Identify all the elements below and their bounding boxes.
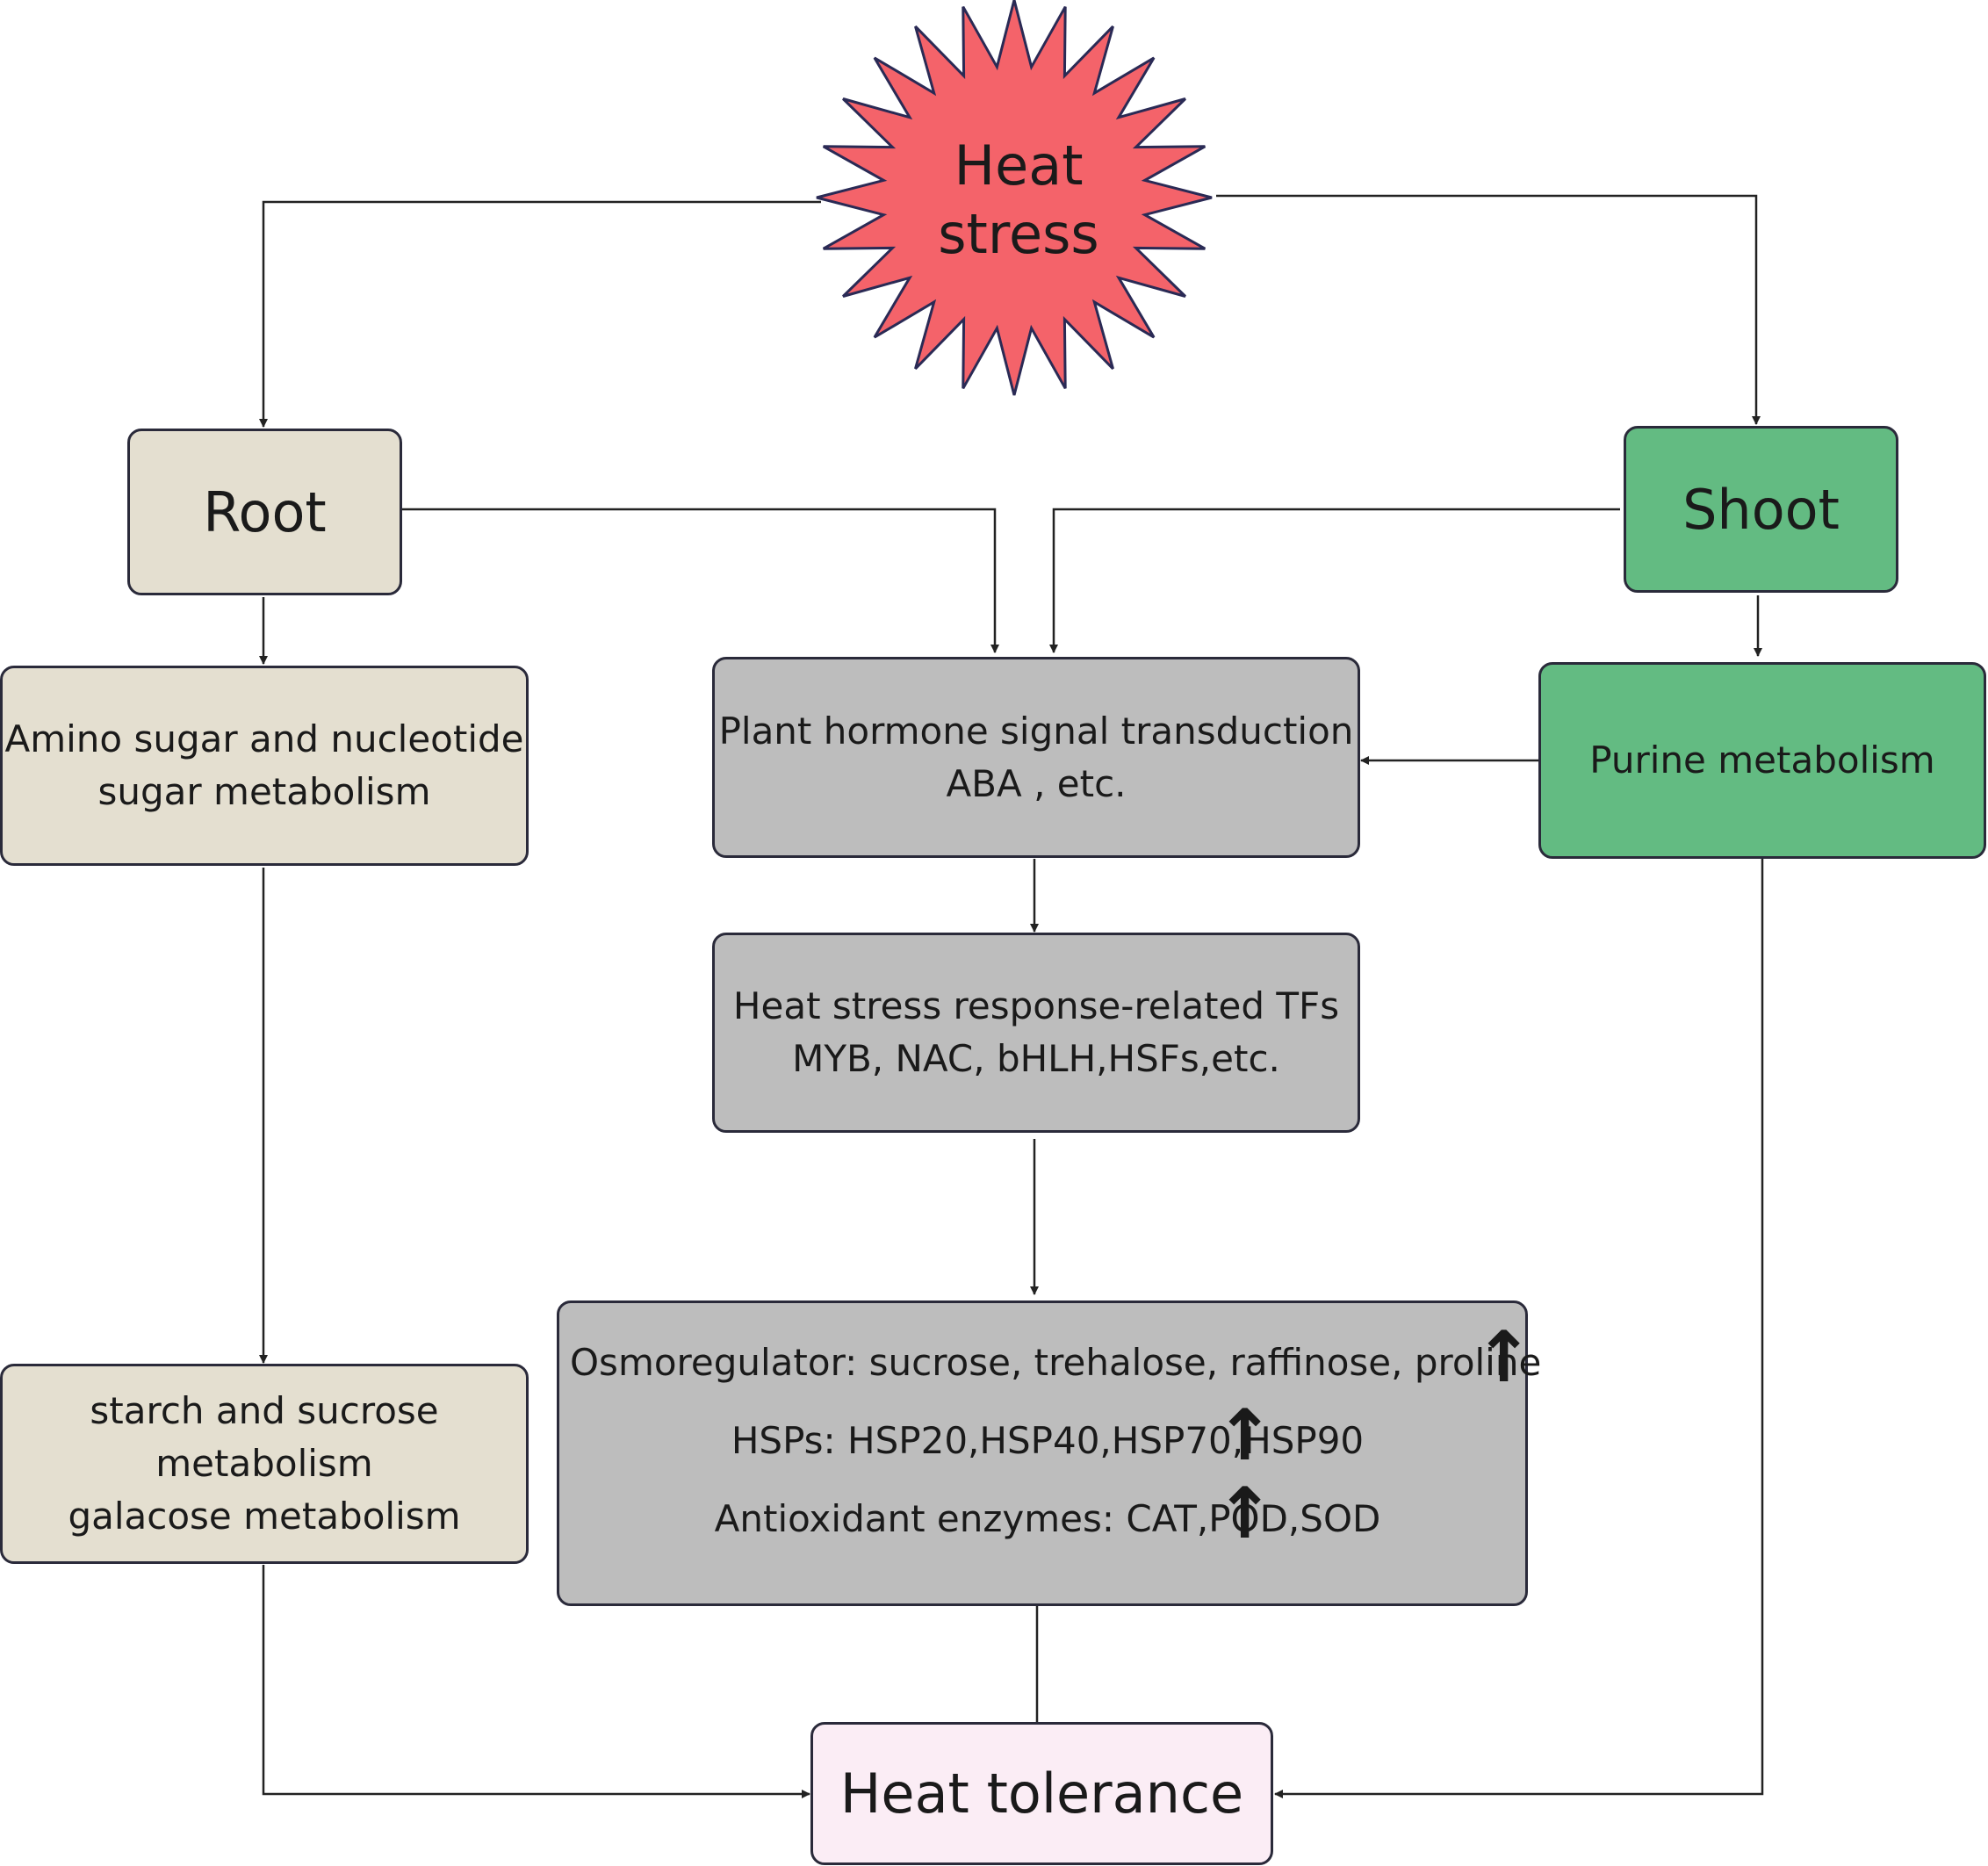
hormone-signal-node: Plant hormone signal transduction ABA , … — [712, 657, 1360, 858]
tfs-node: Heat stress response-related TFs MYB, NA… — [712, 933, 1360, 1133]
heat-stress-starburst — [816, 0, 1213, 396]
osmoregulator-row: Osmoregulator: sucrose, trehalose, raffi… — [570, 1322, 1542, 1415]
arrow-starch-to-tolerance — [262, 1565, 810, 1798]
root-label: Root — [203, 479, 327, 544]
amino-sugar-line-2: sugar metabolism — [97, 770, 431, 813]
hsps-text: HSPs: HSP20,HSP40,HSP70,HSP90 — [731, 1419, 1365, 1462]
osmoregulator-text: Osmoregulator: sucrose, trehalose, raffi… — [570, 1341, 1542, 1384]
starch-sucrose-node: starch and sucrose metabolism galacose m… — [0, 1364, 529, 1564]
antioxidant-row: Antioxidant enzymes: CAT,POD,SOD ↑ — [570, 1479, 1525, 1571]
arrow-shoot-to-hormone — [1049, 508, 1620, 653]
tfs-line-1: Heat stress response-related TFs — [732, 984, 1340, 1027]
purine-label: Purine metabolism — [1589, 738, 1935, 782]
effects-node: Osmoregulator: sucrose, trehalose, raffi… — [557, 1300, 1542, 1606]
starch-line-3: galacose metabolism — [68, 1495, 461, 1538]
antioxidant-text: Antioxidant enzymes: CAT,POD,SOD — [714, 1497, 1381, 1540]
heat-tolerance-label: Heat tolerance — [839, 1762, 1244, 1826]
amino-sugar-line-1: Amino sugar and nucleotide — [4, 717, 524, 760]
arrow-stress-to-root — [259, 200, 821, 428]
arrow-root-to-hormone — [401, 508, 999, 653]
heat-stress-line-2: stress — [938, 202, 1099, 266]
heat-stress-line-1: Heat — [954, 133, 1084, 198]
shoot-label: Shoot — [1682, 477, 1840, 542]
amino-sugar-node: Amino sugar and nucleotide sugar metabol… — [0, 666, 529, 866]
hsps-row: HSPs: HSP20,HSP40,HSP70,HSP90 ↑ — [570, 1401, 1525, 1493]
heat-stress-label: Heat stress — [887, 132, 1150, 269]
heat-tolerance-node: Heat tolerance — [810, 1722, 1273, 1865]
shoot-node: Shoot — [1624, 426, 1898, 593]
tfs-line-2: MYB, NAC, bHLH,HSFs,etc. — [792, 1037, 1280, 1080]
arrow-purine-to-tolerance — [1274, 859, 1764, 1798]
starch-line-1: starch and sucrose — [90, 1389, 439, 1432]
hormone-line-1: Plant hormone signal transduction — [718, 709, 1354, 753]
up-arrow-icon: ↑ — [1215, 1473, 1275, 1554]
arrow-stress-to-shoot — [1216, 194, 1761, 425]
hormone-line-2: ABA , etc. — [946, 761, 1127, 805]
up-arrow-icon: ↑ — [1474, 1316, 1534, 1398]
purine-node: Purine metabolism — [1538, 662, 1986, 859]
starch-line-2: metabolism — [155, 1442, 373, 1485]
up-arrow-icon: ↑ — [1215, 1394, 1275, 1476]
root-node: Root — [127, 429, 402, 595]
